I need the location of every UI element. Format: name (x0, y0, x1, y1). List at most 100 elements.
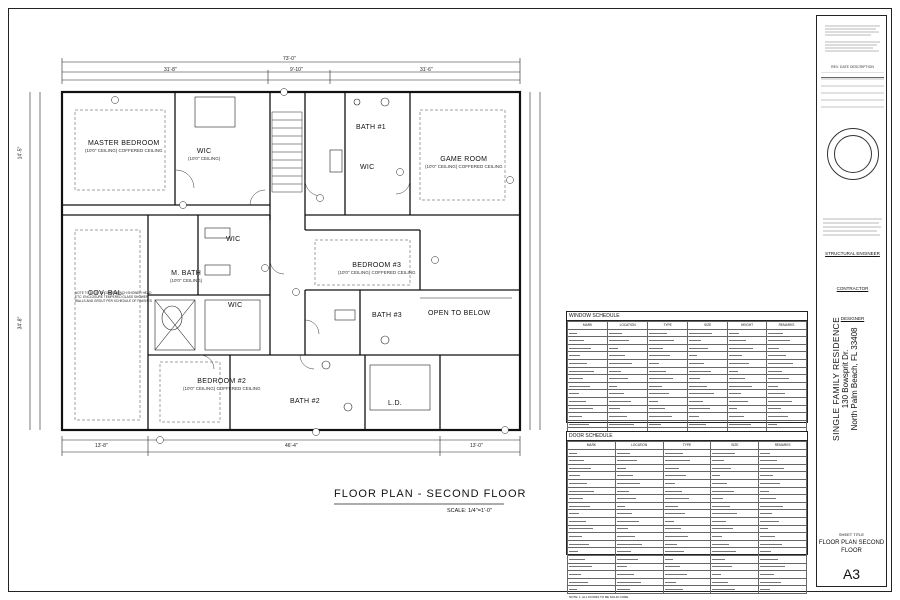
illegible-text (664, 505, 678, 507)
table-cell (614, 494, 664, 503)
room-name: L.D. (388, 400, 403, 407)
table-cell (758, 547, 807, 556)
table-cell (662, 585, 712, 594)
title-block: REV. DATE DESCRIPTION STRUCTURAL ENGINEE… (816, 15, 887, 587)
illegible-text (712, 574, 722, 576)
illegible-text (767, 408, 781, 410)
illegible-text (569, 505, 590, 507)
illegible-text (664, 513, 685, 515)
table-cell (710, 456, 760, 465)
illegible-text (616, 460, 637, 462)
col-header: LOCATION (614, 441, 664, 450)
illegible-text (689, 400, 704, 402)
illegible-text (664, 498, 689, 500)
table-row (567, 562, 807, 572)
table-row (567, 509, 807, 518)
illegible-text (712, 566, 733, 568)
illegible-text (712, 475, 721, 477)
table-cell (710, 471, 760, 480)
project-title: SINGLE FAMILY RESIDENCE (831, 316, 841, 441)
room-name: MASTER BEDROOM (88, 140, 160, 147)
project-address-2: North Palm Beach, FL 33408 (850, 327, 859, 431)
table-row (567, 577, 807, 587)
room-name: COV. BAL. (88, 290, 125, 297)
table-row (567, 554, 807, 564)
table-cell (566, 343, 609, 353)
table-cell (607, 336, 649, 345)
table-cell (758, 532, 807, 541)
room-name: BATH #1 (356, 124, 386, 131)
table-cell (687, 396, 729, 406)
table-cell (647, 412, 689, 421)
illegible-text (729, 400, 749, 402)
disclaimer-lines (823, 218, 882, 236)
table-cell (567, 456, 616, 465)
table-cell (647, 351, 689, 360)
table-row (566, 412, 808, 421)
room-name: BEDROOM #3 (352, 262, 402, 269)
illegible-text (649, 416, 673, 418)
table-cell (710, 539, 760, 549)
illegible-text (616, 490, 629, 492)
illegible-text (767, 340, 790, 342)
table-header-row: MARK LOCATION TYPE SIZE REMARKS (567, 441, 807, 450)
col-header: REMARKS (758, 441, 807, 450)
room-ceiling: (10'0" CEILING) COFFERED CEILING (338, 270, 416, 275)
illegible-text (569, 475, 580, 477)
table-cell (647, 419, 689, 429)
room-laundry: L.D. (388, 400, 402, 407)
table-cell (567, 532, 616, 541)
illegible-text (664, 574, 687, 576)
illegible-text (729, 347, 754, 349)
table-cell (758, 516, 807, 526)
illegible-text (616, 505, 625, 507)
illegible-text (767, 393, 785, 395)
illegible-text (760, 460, 778, 462)
dim-overall-top: 73'-0" (283, 56, 296, 62)
table-row (566, 336, 808, 345)
room-wic-bath: WIC (226, 236, 241, 243)
room-master-bedroom: MASTER BEDROOM (10'0" CEILING) COFFERED … (85, 140, 162, 154)
table-cell (687, 419, 729, 429)
illegible-text (616, 551, 631, 553)
room-name: M. BATH (171, 270, 202, 277)
table-cell (566, 358, 609, 368)
drawing-sheet (8, 8, 892, 592)
illegible-text (609, 355, 626, 357)
room-ceiling: (10'0" CEILING) COFFERED CEILING (85, 148, 163, 153)
illegible-text (689, 393, 715, 395)
illegible-text (664, 581, 676, 583)
table-cell (614, 486, 664, 496)
table-cell (727, 412, 767, 421)
illegible-text (729, 393, 742, 395)
door-schedule-title: DOOR SCHEDULE (567, 432, 807, 441)
table-cell (687, 351, 729, 360)
room-name: WIC (228, 302, 243, 309)
illegible-text (649, 423, 662, 425)
table-cell (765, 328, 808, 338)
illegible-text (569, 332, 577, 334)
illegible-text (609, 408, 621, 410)
project-block: SINGLE FAMILY RESIDENCE 130 Bowsprit Dr.… (831, 317, 859, 441)
table-cell (727, 419, 767, 429)
room-open-to-below: OPEN TO BELOW (428, 310, 490, 317)
table-cell (710, 509, 760, 518)
table-cell (710, 486, 760, 496)
room-name: BATH #3 (372, 312, 402, 319)
table-cell (567, 524, 616, 534)
illegible-text (569, 574, 581, 576)
illegible-text (649, 378, 674, 380)
col-header: LOCATION (607, 321, 649, 330)
illegible-text (712, 467, 732, 469)
illegible-text (569, 385, 590, 387)
table-cell (662, 554, 712, 564)
table-cell (758, 486, 807, 496)
table-cell (727, 404, 767, 414)
table-cell (647, 366, 689, 376)
illegible-text (616, 475, 633, 477)
table-cell (727, 343, 767, 353)
room-wic-game: WIC (360, 164, 375, 171)
col-header: MARK (567, 441, 616, 450)
illegible-text (569, 400, 586, 402)
illegible-text (712, 460, 725, 462)
